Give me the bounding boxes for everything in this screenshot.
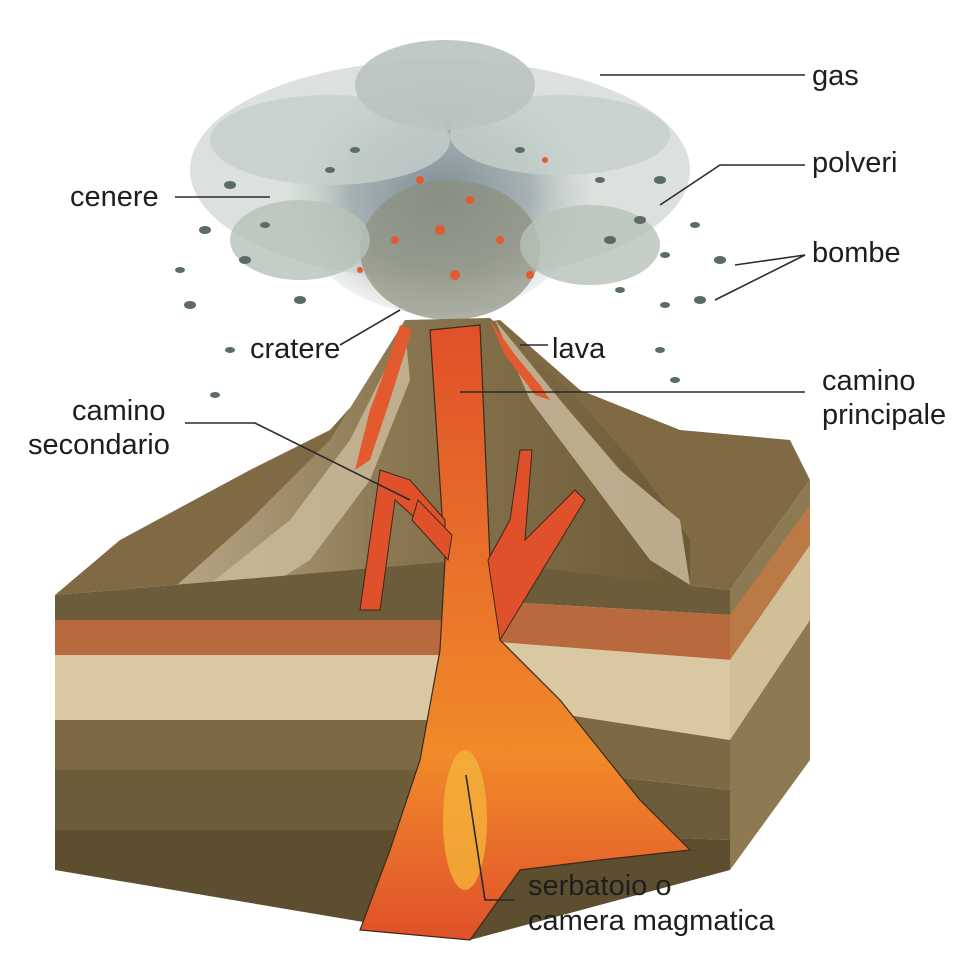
label-lava: lava (552, 333, 606, 365)
label-gas: gas (812, 60, 859, 92)
label-cenere: cenere (70, 181, 159, 213)
label-camino-secondario-1: camino (72, 395, 166, 427)
leader-cratere (340, 310, 400, 345)
label-camino-principale-1: camino (822, 365, 916, 397)
label-camino-principale-2: principale (822, 399, 946, 431)
label-cratere: cratere (250, 333, 340, 365)
label-serbatoio-2: camera magmatica (528, 905, 775, 937)
label-camino-secondario-2: secondario (28, 429, 170, 461)
label-polveri: polveri (812, 147, 897, 179)
ash-cloud (190, 40, 690, 320)
leader-bombe (715, 255, 805, 300)
label-bombe: bombe (812, 237, 901, 269)
label-serbatoio-1: serbatoio o (528, 870, 672, 902)
